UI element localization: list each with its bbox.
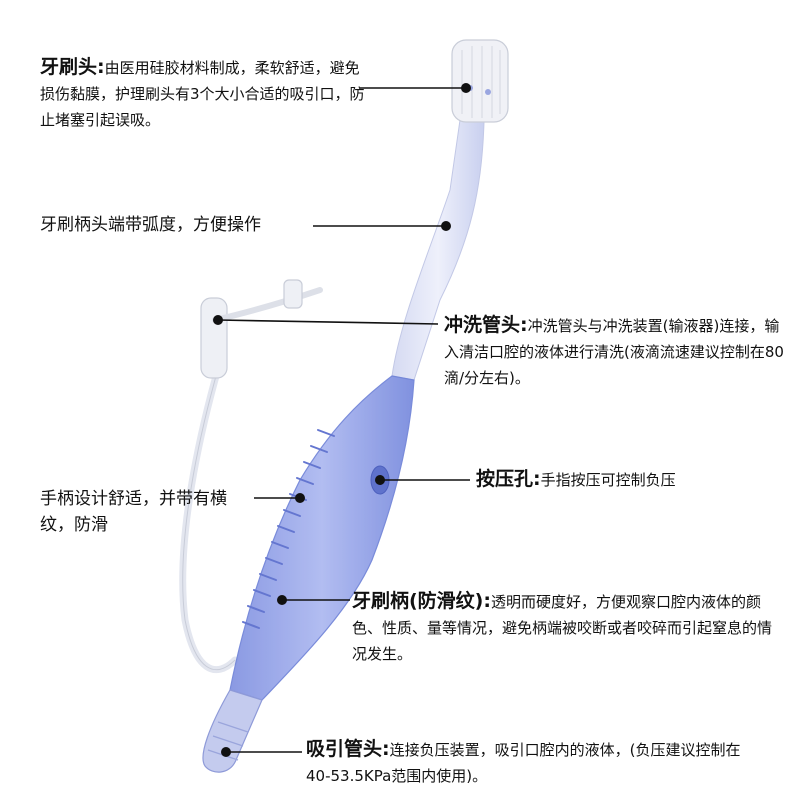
annotation-rinse-tube: 冲洗管头:冲洗管头与冲洗装置(输液器)连接，输入清洁口腔的液体进行清洗(液滴流速…: [444, 312, 789, 391]
annotation-handle: 牙刷柄(防滑纹):透明而硬度好，方便观察口腔内液体的颜色、性质、量等情况，避免柄…: [352, 588, 782, 667]
annotation-text: 透明而硬度好，方便观察口腔内液体的颜色、性质、量等情况，避免柄端被咬断或者咬碎而…: [352, 593, 773, 663]
annotation-title: 牙刷头:: [40, 56, 105, 78]
annotation-press-hole: 按压孔:手指按压可控制负压: [476, 466, 776, 493]
leader-lines: [213, 83, 471, 757]
suction-connector: [202, 689, 263, 773]
annotation-title: 吸引管头:: [306, 738, 390, 760]
annotation-text: 冲洗管头与冲洗装置(输液器)连接，输入清洁口腔的液体进行清洗(液滴流速建议控制在…: [444, 317, 784, 387]
annotation-neck-curve: 牙刷柄头端带弧度，方便操作: [40, 212, 320, 238]
annotation-text: 由医用硅胶材料制成，柔软舒适，避免损伤黏膜，护理刷头有3个大小合适的吸引口，防止…: [40, 59, 365, 129]
annotation-title: 牙刷柄(防滑纹):: [352, 590, 491, 612]
rinse-tube-edge: [182, 354, 236, 670]
brush-head: [451, 39, 509, 123]
annotation-text: 手指按压可控制负压: [540, 471, 676, 489]
annotation-title: 按压孔:: [476, 468, 541, 490]
annotation-brush-head: 牙刷头:由医用硅胶材料制成，柔软舒适，避免损伤黏膜，护理刷头有3个大小合适的吸引…: [40, 54, 365, 133]
rinse-connector: [200, 297, 228, 379]
annotation-text: 连接负压装置，吸引口腔内的液体，(负压建议控制在40-53.5KPa范围内使用)…: [306, 741, 741, 785]
rinse-cap: [283, 279, 303, 309]
annotation-text: 手柄设计舒适，并带有横纹，防滑: [40, 489, 227, 535]
annotation-grip: 手柄设计舒适，并带有横纹，防滑: [40, 486, 252, 538]
rinse-cap-strap: [212, 287, 323, 323]
annotation-suction-tube: 吸引管头:连接负压装置，吸引口腔内的液体，(负压建议控制在40-53.5KPa范…: [306, 736, 764, 789]
annotation-title: 冲洗管头:: [444, 314, 528, 336]
annotation-text: 牙刷柄头端带弧度，方便操作: [40, 215, 261, 235]
